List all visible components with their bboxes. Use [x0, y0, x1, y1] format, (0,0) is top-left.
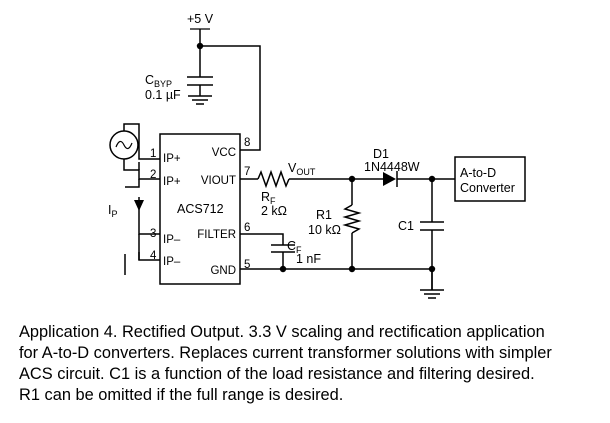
- pin4-number: 4: [150, 250, 157, 262]
- pin4-label: IP–: [163, 256, 181, 268]
- figure-caption: Application 4. Rectified Output. 3.3 V s…: [19, 322, 599, 406]
- caption-line: Application 4. Rectified Output. 3.3 V s…: [19, 323, 545, 341]
- pin5-label: GND: [210, 265, 236, 277]
- d1-name: D1: [373, 147, 389, 161]
- pin1-number: 1: [150, 148, 156, 160]
- pin8-number: 8: [244, 137, 250, 149]
- pin3-label: IP–: [163, 234, 181, 246]
- pin2-label: IP+: [163, 176, 181, 188]
- adc-line1: A-to-D: [460, 166, 496, 180]
- c1-name: C1: [398, 219, 414, 233]
- ip-current-path: IP: [108, 179, 160, 275]
- cf-name: CF: [287, 239, 302, 255]
- output-path: RF 2 kΩ VOUT: [240, 161, 383, 218]
- ac-source: [109, 123, 160, 180]
- circuit-schematic: +5 V CBYP 0.1 µF ACS712 IP+ IP+ IP– IP– …: [108, 12, 526, 299]
- acs712-ic: ACS712 IP+ IP+ IP– IP– VCC VIOUT FILTER …: [150, 133, 250, 285]
- adc-block: A-to-D Converter: [454, 156, 526, 202]
- supply-label: +5 V: [187, 12, 214, 26]
- caption-line: ACS circuit. C1 is a function of the loa…: [19, 365, 535, 383]
- r1-resistor: R1 10 kΩ: [308, 179, 362, 269]
- caption-line: R1 can be omitted if the full range is d…: [19, 386, 344, 404]
- pin8-label: VCC: [212, 147, 236, 159]
- vcc-wire: [200, 45, 261, 151]
- adc-line2: Converter: [460, 181, 515, 195]
- d1-part: 1N4448W: [364, 160, 420, 174]
- supply-5v: +5 V: [187, 12, 214, 77]
- r1-value: 10 kΩ: [308, 223, 341, 237]
- vout-label: VOUT: [288, 161, 316, 177]
- pin5-number: 5: [244, 259, 250, 271]
- pin6-label: FILTER: [197, 229, 236, 241]
- r1-name: R1: [316, 208, 332, 222]
- cbyp-name: CBYP: [145, 73, 172, 89]
- pin7-label: VIOUT: [201, 175, 236, 187]
- d1-diode: D1 1N4448W: [364, 147, 455, 187]
- pin6-number: 6: [244, 222, 250, 234]
- cf-capacitor: CF 1 nF: [240, 233, 321, 273]
- caption-line: for A-to-D converters. Replaces current …: [19, 344, 552, 362]
- ip-label: IP: [108, 203, 118, 219]
- pin2-number: 2: [150, 169, 156, 181]
- bypass-capacitor: CBYP 0.1 µF: [145, 73, 213, 105]
- ic-name: ACS712: [177, 202, 224, 216]
- rf-name: RF: [261, 190, 276, 206]
- c1-capacitor: C1: [398, 179, 444, 290]
- ground-rail: [240, 265, 444, 299]
- rf-value: 2 kΩ: [261, 204, 287, 218]
- cf-value: 1 nF: [296, 252, 321, 266]
- pin1-label: IP+: [163, 153, 181, 165]
- pin7-number: 7: [244, 166, 250, 178]
- cbyp-value: 0.1 µF: [145, 88, 181, 102]
